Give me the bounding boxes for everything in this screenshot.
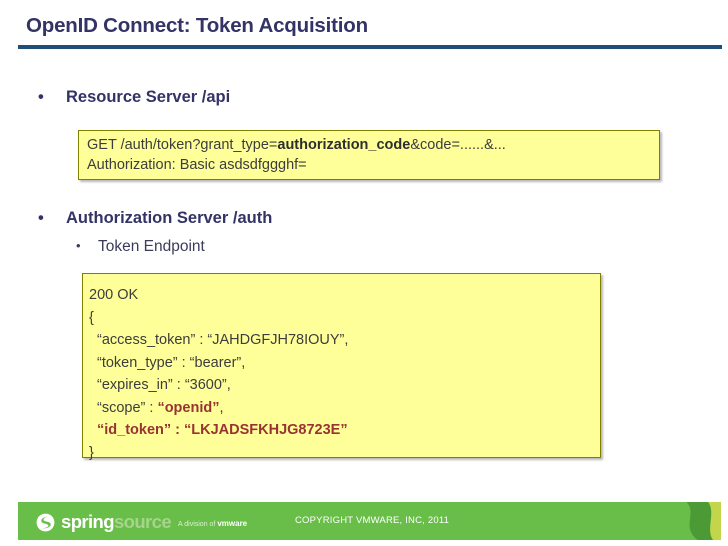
copyright-text: COPYRIGHT VMWARE, INC, 2011 [295,515,450,526]
code-line-request-authorization: Authorization: Basic asdsdfggghf= [87,157,307,173]
division-prefix: A division of [178,521,218,528]
scope-comma: , [219,399,224,416]
code-line-close-brace: } [89,444,94,461]
brand-source-text: source [113,511,172,532]
spring-leaf-decoration-icon [661,502,721,540]
bullet-resource-server-label: Resource Server /api [66,88,231,106]
code-line-id-token: “id_token” : “LKJADSFKHJG8723E” [97,422,348,438]
bullet-marker-icon: • [38,88,44,106]
bullet-token-endpoint-label: Token Endpoint [98,238,205,255]
brand-division-text: A division of vmware [178,519,247,528]
bullet-marker-icon: • [38,209,44,227]
bullet-token-endpoint: • Token Endpoint [76,238,205,256]
code-line-status: 200 OK [89,287,139,303]
scope-value-openid: “openid” [157,399,220,416]
division-vmware-text: vmware [217,519,248,528]
code-line-scope: “scope” : “openid”, [89,397,600,420]
code-line-request-get: GET /auth/token?grant_type=authorization… [87,135,659,155]
code-line-token-type: “token_type” : “bearer”, [97,354,246,371]
code-box-token-response: 200 OK { “access_token” : “JAHDGFJH78IOU… [82,273,601,461]
bullet-authorization-server: • Authorization Server /auth [38,209,273,228]
title-divider [18,45,722,49]
code-line-open-brace: { [89,309,94,326]
code-line-expires-in: “expires_in” : “3600”, [97,377,231,393]
brand-spring-text: spring [61,511,115,532]
bullet-authorization-server-label: Authorization Server /auth [66,209,273,227]
spring-leaf-icon [36,513,55,531]
code-line-access-token: “access_token” : “JAHDGFJH78IOUY”, [97,332,349,348]
page-title: OpenID Connect: Token Acquisition [26,14,368,37]
scope-key: “scope” : [97,399,158,416]
request-method-path: GET /auth/token?grant_type= [87,137,278,153]
request-grant-type-value: authorization_code [277,137,411,153]
bullet-resource-server: • Resource Server /api [38,88,231,107]
code-box-token-request: GET /auth/token?grant_type=authorization… [78,130,660,180]
request-query-tail: &code=......&... [410,137,506,153]
sub-bullet-marker-icon: • [76,238,81,253]
